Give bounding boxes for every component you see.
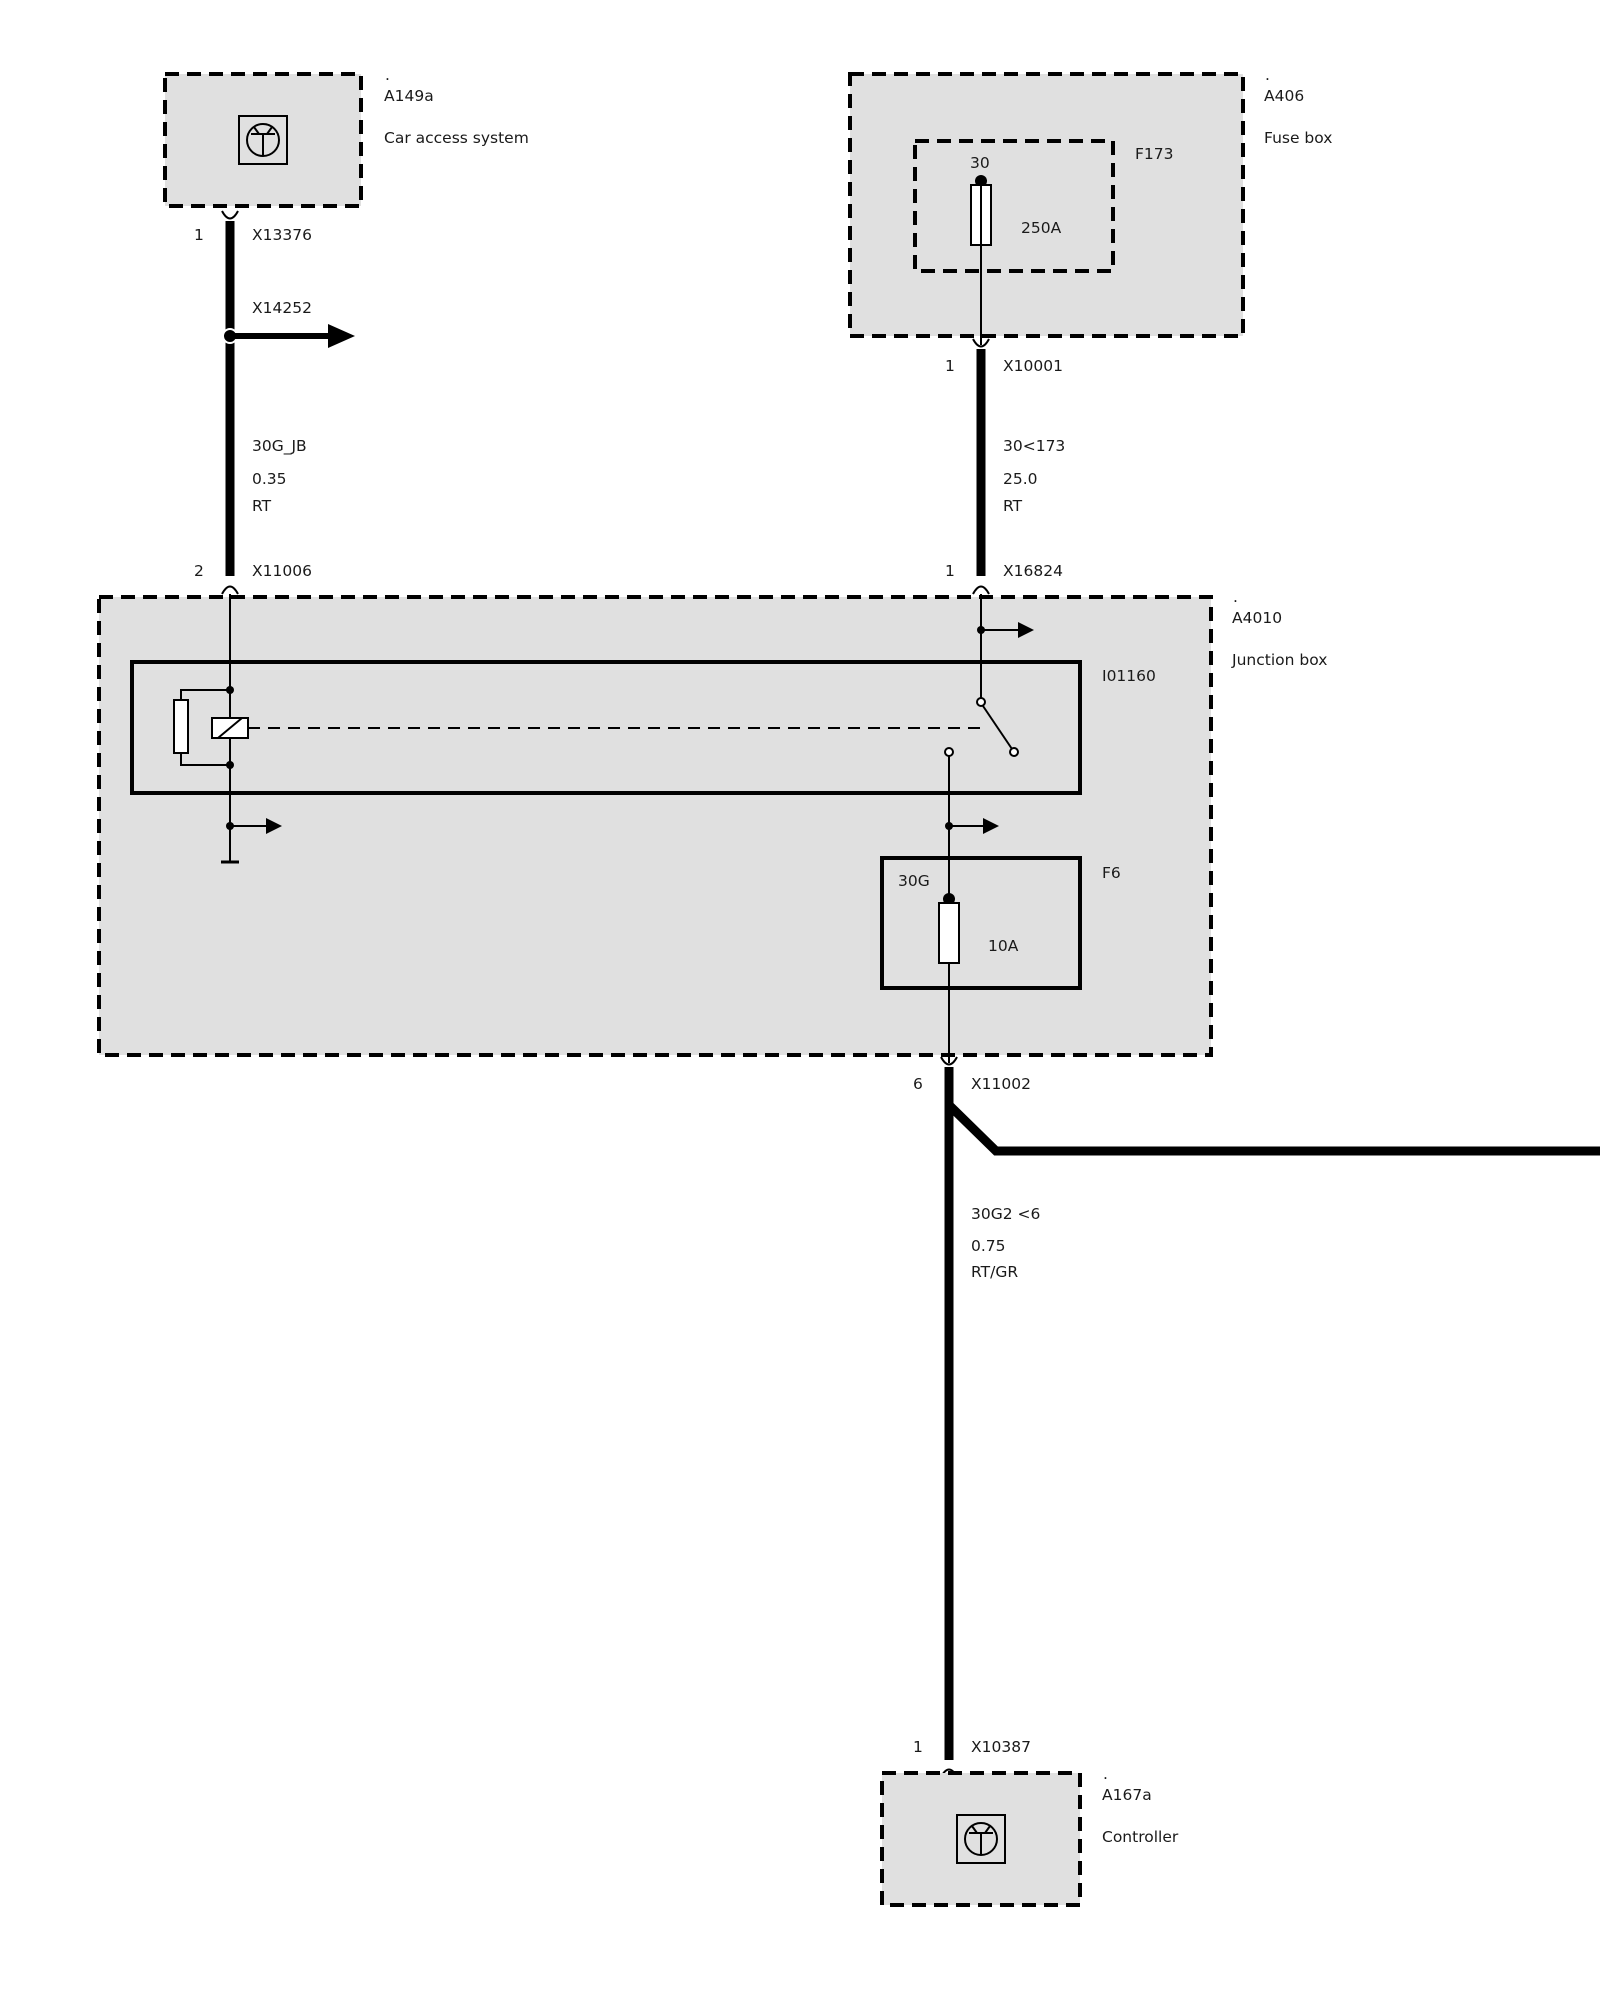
component-a149a-name: Car access system — [384, 129, 529, 147]
connector-x10387-pin: 1 — [913, 1738, 923, 1756]
fuse-f6-id: F6 — [1102, 864, 1121, 882]
arrow-right-icon — [328, 324, 355, 348]
control-unit-icon — [238, 115, 288, 165]
component-a4010-dot: . — [1233, 588, 1238, 606]
connector-x11006-id: X11006 — [252, 562, 312, 580]
connector-x13376-id: X13376 — [252, 226, 312, 244]
component-a149a-dot: . — [385, 66, 390, 84]
connector-x10387-id: X10387 — [971, 1738, 1031, 1756]
arrow-right-icon — [266, 818, 282, 834]
wire-w1-signal: 30G_JB — [252, 437, 307, 456]
wire-30g-jb[interactable] — [221, 210, 355, 595]
connector-x14252-id: X14252 — [252, 299, 312, 317]
component-a4010[interactable] — [97, 594, 1213, 1063]
wire-w1-size: 0.35 — [252, 470, 287, 488]
wire-30g2-6[interactable] — [940, 1056, 1600, 1778]
arrow-right-icon — [983, 818, 999, 834]
connector-x13376-pin: 1 — [194, 226, 204, 244]
component-a406-dot: . — [1265, 66, 1270, 84]
relay-i01160-id: I01160 — [1102, 667, 1156, 685]
wire-w3-size: 0.75 — [971, 1237, 1006, 1255]
wire-w2-color: RT — [1003, 497, 1023, 515]
component-a167a-name: Controller — [1102, 1828, 1179, 1846]
switch-contact-icon — [944, 697, 1019, 757]
relay-i01160-box — [130, 660, 1082, 795]
component-a167a-id: A167a — [1102, 1786, 1152, 1804]
control-unit-icon — [956, 1814, 1006, 1864]
component-a149a[interactable] — [163, 72, 363, 208]
connector-x10001-pin: 1 — [945, 357, 955, 375]
wire-w2-size: 25.0 — [1003, 470, 1038, 488]
wire-30-173[interactable] — [972, 338, 990, 595]
fuse-f173-id: F173 — [1135, 145, 1174, 163]
connector-x16824-pin: 1 — [945, 562, 955, 580]
fuse-f6-symbol — [938, 902, 960, 964]
connector-x16824-id: X16824 — [1003, 562, 1063, 580]
component-a406[interactable] — [848, 72, 1245, 345]
fuse-f173-rating: 250A — [1021, 219, 1062, 237]
arrow-right-icon — [1018, 622, 1034, 638]
fuse-f6-rating: 10A — [988, 937, 1019, 955]
fuse-f173-terminal: 30 — [970, 154, 990, 172]
wire-w3-color: RT/GR — [971, 1263, 1018, 1281]
component-a4010-id: A4010 — [1232, 609, 1282, 627]
resistor-icon — [173, 689, 230, 766]
connector-x10001-id: X10001 — [1003, 357, 1063, 375]
component-a4010-name: Junction box — [1231, 651, 1327, 669]
connector-x11002-id: X11002 — [971, 1075, 1031, 1093]
component-a149a-id: A149a — [384, 87, 434, 105]
fuse-f6-box — [880, 856, 1082, 990]
wire-w2-signal: 30<173 — [1003, 437, 1065, 455]
connector-x11002-pin: 6 — [913, 1075, 923, 1093]
wire-w1-color: RT — [252, 497, 272, 515]
wire-w3-signal: 30G2 <6 — [971, 1205, 1040, 1223]
component-a406-id: A406 — [1264, 87, 1304, 105]
connector-x11006-pin: 2 — [194, 562, 204, 580]
relay-coil-icon — [211, 717, 249, 739]
fuse-f6-terminal: 30G — [898, 872, 930, 890]
component-a167a[interactable] — [880, 1771, 1082, 1907]
component-a406-name: Fuse box — [1264, 129, 1332, 147]
component-a167a-dot: . — [1103, 1765, 1108, 1783]
